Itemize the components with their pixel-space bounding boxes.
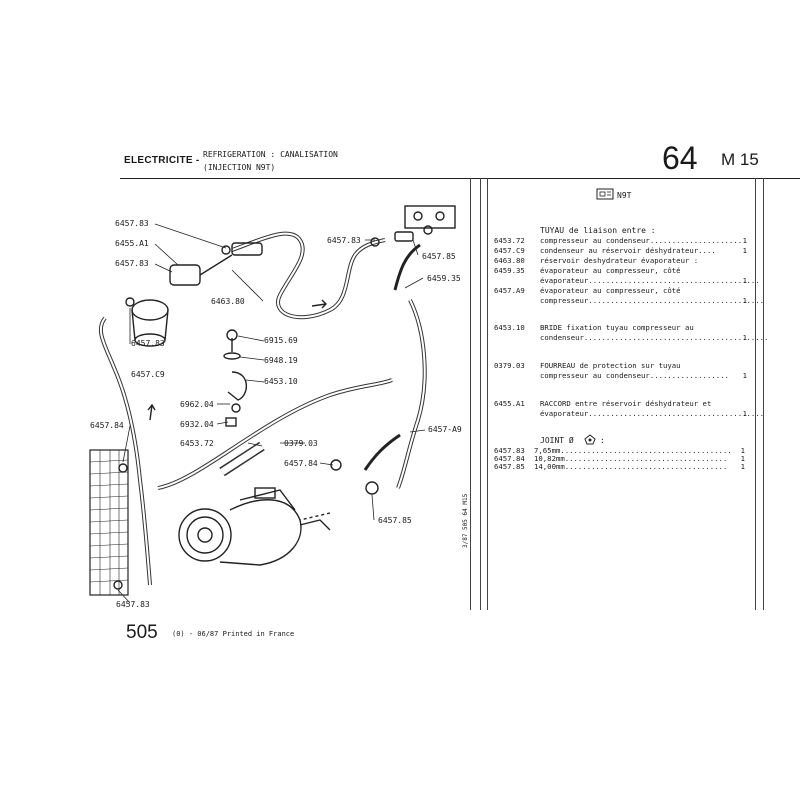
parts-row: évaporateur.............................… [540,276,760,285]
column-divider [755,178,756,610]
section-title-tuyau: TUYAU de liaison entre : [540,226,656,235]
variant-label: N9T [617,191,632,200]
page-number: 64 [662,140,698,176]
callout-6463-80: 6463.80 [211,297,245,306]
engine-icon [596,188,614,200]
column-divider [487,178,488,610]
parts-row: compresseur au condenseur...............… [540,371,747,380]
callout-6455-a1: 6455.A1 [115,239,149,248]
callout-6457-83: 6457.83 [115,219,149,228]
side-reference-code: 3/87 505 64 M15 [462,493,469,548]
callout-6457-85: 6457.85 [378,516,412,525]
callout-6948-19: 6948.19 [264,356,298,365]
section-title: ELECTRICITE - [124,155,200,166]
engine-small-icon [584,434,596,445]
parts-row: compresseur.............................… [540,296,765,305]
callout-6457-a9: 6457-A9 [428,425,462,434]
callout-6962-04: 6962.04 [180,400,214,409]
callout-6932-04: 6932.04 [180,420,214,429]
parts-row: condenseur..............................… [540,333,769,342]
callout-6915-69: 6915.69 [264,336,298,345]
callout-6457-84: 6457.84 [90,421,124,430]
callout-6457-85: 6457.85 [422,252,456,261]
callout-0379-03: 0379.03 [284,439,318,448]
footer-page-number: 505 [126,622,158,643]
callout-6453-72: 6453.72 [180,439,214,448]
joint-colon: : [600,436,605,445]
column-divider [480,178,481,610]
column-divider [470,178,471,610]
subtitle-line-1: REFRIGERATION : CANALISATION [203,150,338,159]
callout-6457-83: 6457.83 [115,259,149,268]
callout-6453-10: 6453.10 [264,377,298,386]
callout-6457-84: 6457.84 [284,459,318,468]
footer-print-text: (0) - 06/87 Printed in France [172,630,295,638]
parts-row: évaporateur.............................… [540,409,765,418]
column-divider [763,178,764,610]
callout-6457-83: 6457.83 [116,600,150,609]
subtitle-line-2: (INJECTION N9T) [203,163,276,172]
refrigeration-diagram [89,205,456,604]
callout-6459-35: 6459.35 [427,274,461,283]
joint-title: JOINT Ø [540,436,574,445]
header-rule [120,178,800,179]
page-code: M 15 [721,150,759,169]
callout-6457-83: 6457.83 [131,339,165,348]
callout-6457-83: 6457.83 [327,236,361,245]
callout-6457-c9: 6457.C9 [131,370,165,379]
